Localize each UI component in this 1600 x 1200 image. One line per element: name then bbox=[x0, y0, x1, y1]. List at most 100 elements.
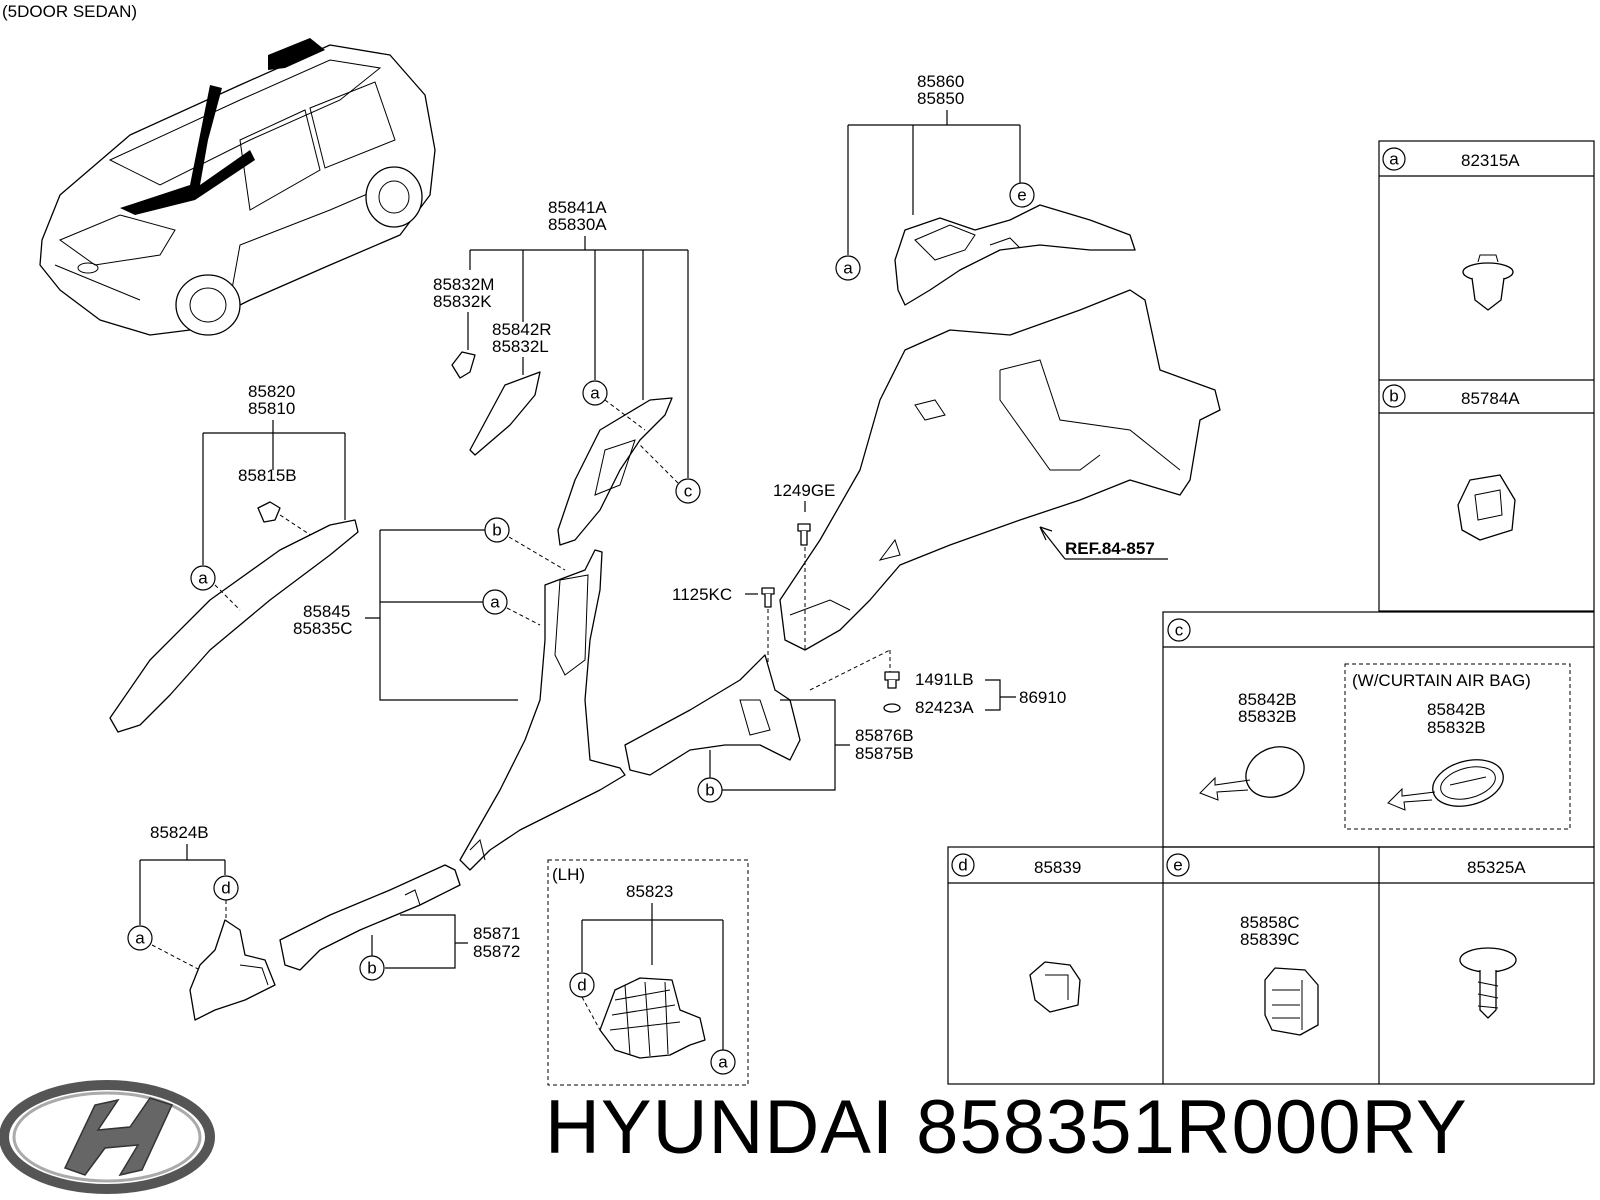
callout-a bbox=[582, 380, 608, 406]
svg-text:e: e bbox=[1173, 856, 1182, 875]
cowl-side-trim bbox=[189, 919, 276, 1021]
svg-text:a: a bbox=[843, 259, 853, 278]
legend-grid bbox=[947, 140, 1595, 1085]
legend-c-left-top: 85842B bbox=[1238, 690, 1297, 709]
callout-a bbox=[127, 925, 153, 951]
legend-a-key bbox=[1382, 147, 1406, 171]
svg-text:d: d bbox=[958, 856, 967, 875]
label-86910: 86910 bbox=[1019, 688, 1066, 707]
label-1249GE: 1249GE bbox=[773, 481, 835, 500]
variant-label: (5DOOR SEDAN) bbox=[2, 2, 137, 21]
label-85871: 85871 bbox=[473, 924, 520, 943]
svg-text:c: c bbox=[1175, 621, 1184, 640]
clip-85325A-icon bbox=[1459, 947, 1517, 1019]
label-85875B: 85875B bbox=[855, 744, 914, 763]
label-1491LB: 1491LB bbox=[915, 670, 974, 689]
label-85850: 85850 bbox=[917, 89, 964, 108]
callout-b bbox=[484, 517, 510, 543]
legend-b-part: 85784A bbox=[1461, 389, 1520, 408]
legend-a-part: 82315A bbox=[1461, 151, 1520, 170]
svg-text:b: b bbox=[705, 781, 714, 800]
door-scuff-plate bbox=[279, 864, 461, 971]
label-85835C: 85835C bbox=[293, 619, 353, 638]
clip-1491LB bbox=[884, 671, 900, 689]
label-85832M: 85832M bbox=[433, 275, 494, 294]
ref-label: REF.84-857 bbox=[1065, 539, 1155, 558]
label-1125KC: 1125KC bbox=[672, 585, 732, 604]
svg-text:a: a bbox=[135, 929, 145, 948]
callout-a bbox=[190, 565, 216, 591]
svg-text:b: b bbox=[367, 959, 376, 978]
legend-c-right-top: 85842B bbox=[1427, 700, 1486, 719]
lh-box bbox=[547, 859, 749, 1086]
footer-brand-name: HYUNDAI bbox=[545, 1085, 895, 1170]
b-pillar-upper-trim bbox=[557, 397, 673, 546]
label-85824B: 85824B bbox=[150, 823, 209, 842]
svg-text:b: b bbox=[1389, 387, 1398, 406]
label-85815B: 85815B bbox=[238, 466, 297, 485]
svg-text:a: a bbox=[490, 593, 500, 612]
clip-85784A-icon bbox=[1457, 474, 1516, 541]
footer-part-number: 858351R000RY bbox=[916, 1085, 1468, 1170]
svg-text:a: a bbox=[718, 1053, 728, 1072]
lower-cover-85823 bbox=[599, 977, 706, 1059]
clip-85858C-icon bbox=[1264, 967, 1319, 1036]
curtain-airbag-box bbox=[1344, 663, 1571, 830]
legend-f-part: 85325A bbox=[1467, 858, 1526, 877]
clip-85815B bbox=[257, 501, 281, 523]
svg-text:a: a bbox=[590, 384, 600, 403]
label-85845: 85845 bbox=[303, 602, 350, 621]
callout-a bbox=[835, 255, 861, 281]
label-85832L: 85832L bbox=[492, 337, 549, 356]
callout-e bbox=[1009, 182, 1035, 208]
label-85810: 85810 bbox=[248, 399, 295, 418]
legend-d-part: 85839 bbox=[1034, 858, 1081, 877]
svg-text:a: a bbox=[1389, 150, 1399, 169]
label-85872: 85872 bbox=[473, 942, 520, 961]
callout-a bbox=[482, 589, 508, 615]
car-illustration bbox=[39, 38, 436, 336]
screw-1249GE bbox=[797, 523, 811, 546]
label-82423A: 82423A bbox=[915, 698, 974, 717]
label-85876B: 85876B bbox=[855, 726, 914, 745]
svg-text:d: d bbox=[221, 879, 230, 898]
label-85860: 85860 bbox=[917, 72, 964, 91]
cover-85842R bbox=[469, 371, 541, 456]
svg-text:e: e bbox=[1017, 186, 1026, 205]
cap-85832M bbox=[451, 351, 476, 379]
upper-trim-part bbox=[894, 204, 1136, 306]
svg-text:b: b bbox=[492, 521, 501, 540]
b-pillar-lower-trim bbox=[459, 549, 626, 871]
airbag-cap-icon bbox=[1387, 759, 1504, 811]
legend-b-key bbox=[1382, 384, 1406, 408]
callout-a bbox=[710, 1049, 736, 1075]
legend-c-right-bottom: 85832B bbox=[1427, 718, 1486, 737]
lh-label: (LH) bbox=[552, 865, 585, 884]
legend-e-top: 85858C bbox=[1240, 913, 1300, 932]
screw-1125KC bbox=[761, 587, 775, 608]
legend-e-bottom: 85839C bbox=[1240, 930, 1300, 949]
footer-part-title: HYUNDAI 858351R000RY bbox=[545, 1090, 1468, 1166]
svg-text:a: a bbox=[198, 569, 208, 588]
label-85842R: 85842R bbox=[492, 320, 552, 339]
label-85820: 85820 bbox=[248, 382, 295, 401]
label-85823: 85823 bbox=[626, 882, 673, 901]
legend-d-key bbox=[951, 853, 975, 877]
rear-door-scuff-trim bbox=[624, 654, 801, 776]
label-85841A: 85841A bbox=[548, 198, 607, 217]
legend-c-left-bottom: 85832B bbox=[1238, 707, 1297, 726]
callout-c bbox=[675, 478, 701, 504]
legend-e-key bbox=[1166, 853, 1190, 877]
clip-85839-icon bbox=[1029, 961, 1081, 1013]
svg-text:c: c bbox=[684, 482, 693, 501]
svg-text:d: d bbox=[577, 976, 586, 995]
cap-85842B-icon bbox=[1199, 746, 1305, 801]
hyundai-logo-icon bbox=[0, 1080, 215, 1194]
quarter-trim-panel bbox=[779, 289, 1221, 651]
clip-82315A-icon bbox=[1462, 254, 1514, 311]
legend-c-note: (W/CURTAIN AIR BAG) bbox=[1352, 671, 1531, 690]
label-85832K: 85832K bbox=[433, 292, 492, 311]
legend-c-key bbox=[1167, 618, 1191, 642]
label-85830A: 85830A bbox=[548, 215, 607, 234]
